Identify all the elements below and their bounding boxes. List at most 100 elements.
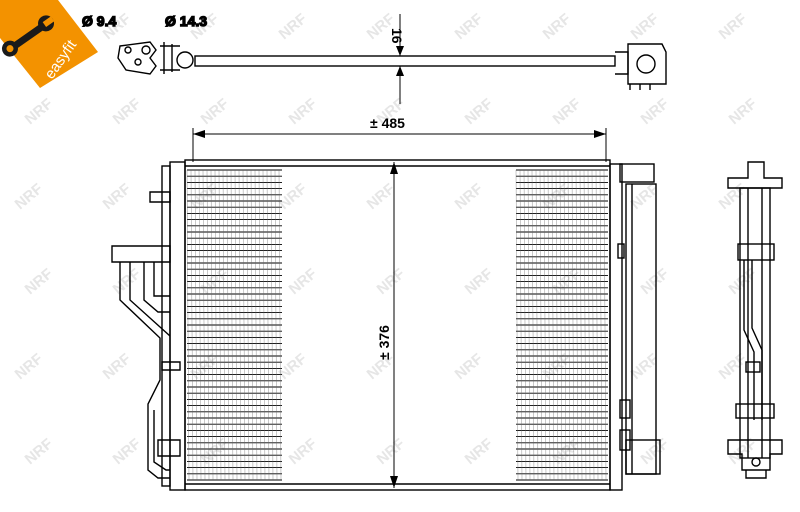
fin-hatch — [270, 169, 274, 481]
fin-hatch — [246, 169, 250, 481]
fin-hatch — [258, 169, 262, 481]
watermark-text: NRF — [12, 180, 47, 213]
fin-hatch — [559, 169, 563, 481]
condenser-side-view — [727, 161, 783, 479]
watermark-text: NRF — [716, 180, 751, 213]
watermark-text: NRF — [110, 95, 145, 128]
pipe-small-diameter: Ø 9.4 — [82, 13, 116, 29]
watermark-text: NRF — [462, 95, 497, 128]
watermark-text: NRF — [100, 350, 135, 383]
fin-hatch — [190, 169, 194, 481]
watermark-text: NRF — [22, 265, 57, 298]
watermark-text: NRF — [276, 10, 311, 43]
watermark-text: NRF — [540, 350, 575, 383]
watermark-text: NRF — [726, 265, 761, 298]
fin-hatch — [551, 169, 555, 481]
watermark-text: NRF — [540, 10, 575, 43]
watermark-text: NRF — [110, 435, 145, 468]
fin-hatch — [599, 169, 603, 481]
watermark-text: NRF — [550, 435, 585, 468]
watermark-layer: NRF NRF NRF NRF NRF NRF NRF NRF NRF NRF NRF NRF NRF N… — [12, 10, 761, 468]
watermark-text: NRF — [716, 10, 751, 43]
watermark-text: NRF — [286, 265, 321, 298]
watermark-text: NRF — [374, 265, 409, 298]
watermark-text: NRF — [540, 180, 575, 213]
watermark-text: NRF — [452, 180, 487, 213]
watermark-text: NRF — [364, 180, 399, 213]
easyfit-badge: easyfit — [0, 0, 98, 88]
watermark-text: NRF — [628, 350, 663, 383]
fin-hatch — [266, 169, 270, 481]
watermark-text: NRF — [286, 435, 321, 468]
fin-hatch — [238, 169, 242, 481]
fin-hatch — [214, 169, 218, 481]
core-fins — [186, 169, 608, 481]
fin-hatch — [547, 169, 551, 481]
watermark-text: NRF — [726, 95, 761, 128]
top-view-pipe: Ø 9.4 Ø 14.3 16 — [81, 12, 667, 104]
fin-hatch — [539, 169, 543, 481]
fin-hatch — [535, 169, 539, 481]
watermark-text: NRF — [110, 265, 145, 298]
fin-hatch — [198, 169, 202, 481]
watermark-text: NRF — [22, 435, 57, 468]
fin-hatch — [262, 169, 266, 481]
fin-hatch — [571, 169, 575, 481]
fin-hatch — [595, 169, 599, 481]
fin-hatch — [234, 169, 238, 481]
fin-hatch — [194, 169, 198, 481]
thickness-dimension: 16 — [389, 28, 405, 44]
fin-hatch — [210, 169, 214, 481]
fin-hatch — [591, 169, 595, 481]
fin-hatch — [222, 169, 226, 481]
fin-hatch — [250, 169, 254, 481]
fin-hatch — [603, 169, 607, 481]
height-dimension: ± 376 — [376, 325, 392, 360]
fin-hatch — [278, 169, 282, 481]
watermark-text: NRF — [286, 95, 321, 128]
fin-hatch — [583, 169, 587, 481]
watermark-text: NRF — [12, 350, 47, 383]
watermark-text: NRF — [462, 435, 497, 468]
watermark-text: NRF — [550, 95, 585, 128]
fin-hatch — [527, 169, 531, 481]
fin-hatch — [274, 169, 278, 481]
watermark-text: NRF — [628, 10, 663, 43]
watermark-text: NRF — [374, 435, 409, 468]
fin-hatch — [218, 169, 222, 481]
watermark-text: NRF — [452, 350, 487, 383]
fin-hatch — [555, 169, 559, 481]
condenser-front-view: ± 485 ± 376 — [111, 115, 661, 491]
fin-hatch — [587, 169, 591, 481]
badge-background — [0, 0, 98, 88]
pipe-large-diameter: Ø 14.3 — [165, 13, 207, 29]
fin-hatch — [515, 169, 519, 481]
watermark-text: NRF — [276, 350, 311, 383]
fin-hatch — [206, 169, 210, 481]
watermark-text: NRF — [198, 435, 233, 468]
fin-hatch — [563, 169, 567, 481]
watermark-text: NRF — [100, 180, 135, 213]
watermark-text: NRF — [628, 180, 663, 213]
fin-hatch — [523, 169, 527, 481]
fin-hatch — [531, 169, 535, 481]
watermark-text: NRF — [198, 95, 233, 128]
watermark-text: NRF — [452, 10, 487, 43]
watermark-text: NRF — [716, 350, 751, 383]
fin-hatch — [579, 169, 583, 481]
fin-hatch — [186, 169, 190, 481]
width-dimension: ± 485 — [370, 115, 405, 131]
fin-hatch — [567, 169, 571, 481]
watermark-text: NRF — [188, 180, 223, 213]
fin-hatch — [202, 169, 206, 481]
fin-hatch — [254, 169, 258, 481]
watermark-text: NRF — [276, 180, 311, 213]
wrench-icon — [1, 15, 55, 57]
fin-hatch — [230, 169, 234, 481]
watermark-text: NRF — [638, 95, 673, 128]
fin-hatch — [242, 169, 246, 481]
fin-hatch — [575, 169, 579, 481]
watermark-text: NRF — [462, 265, 497, 298]
watermark-text: NRF — [188, 350, 223, 383]
watermark-text: NRF — [638, 265, 673, 298]
